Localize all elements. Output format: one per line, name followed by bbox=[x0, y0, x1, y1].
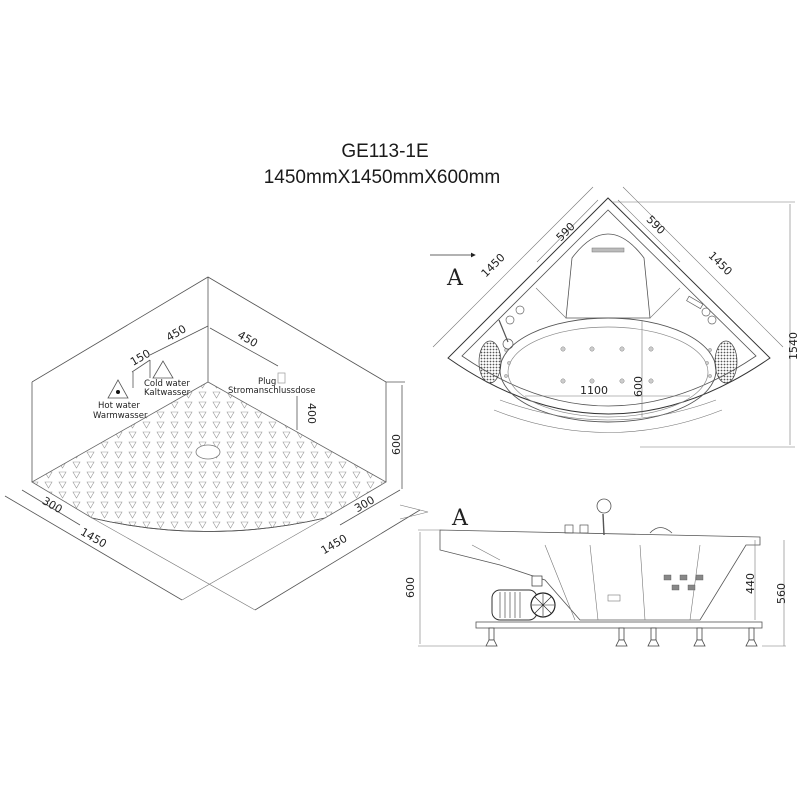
left-pillow bbox=[478, 340, 502, 384]
dim-line bbox=[131, 359, 151, 373]
control-knob-icon bbox=[707, 315, 717, 325]
hot-water-dot bbox=[116, 390, 120, 394]
pump-inlet bbox=[531, 575, 543, 587]
adjustable-legs bbox=[485, 627, 758, 647]
dim-line bbox=[254, 509, 421, 611]
hand-shower-icon bbox=[498, 319, 509, 343]
dim-left-150: 150 bbox=[128, 347, 153, 369]
section-arrow-tip bbox=[399, 504, 429, 520]
installation-view: 450 150 450 Hot water Warmwasser Cold wa… bbox=[4, 276, 421, 611]
shower-holder-icon bbox=[502, 338, 514, 350]
tub-front-arc bbox=[91, 517, 326, 532]
model-title: GE113-1E bbox=[341, 141, 429, 162]
shower-stem-icon bbox=[602, 513, 605, 536]
plug-label: Plug bbox=[258, 377, 276, 387]
logo-plate bbox=[607, 594, 621, 602]
impeller-spokes bbox=[532, 594, 554, 616]
dim-line bbox=[209, 327, 279, 367]
dim-left-450: 450 bbox=[164, 322, 189, 344]
base-frame bbox=[475, 621, 763, 629]
basin-inner bbox=[507, 326, 709, 418]
dim-ext bbox=[91, 517, 256, 611]
control-knob-icon bbox=[515, 305, 525, 315]
control-panel-icon bbox=[686, 295, 704, 310]
front-step bbox=[493, 399, 723, 433]
headrest bbox=[649, 527, 673, 534]
hot-water-label-de: Warmwasser bbox=[93, 411, 148, 421]
dim-line bbox=[21, 489, 81, 526]
backrest-light bbox=[591, 247, 625, 253]
dim-plan-left-590: 590 bbox=[554, 220, 578, 244]
dim-side-600: 600 bbox=[404, 577, 417, 598]
pump-motor bbox=[491, 589, 538, 621]
wall-top-edge bbox=[31, 276, 387, 383]
dim-plan-right-590: 590 bbox=[644, 213, 668, 237]
dim-side-440: 440 bbox=[744, 573, 757, 594]
dim-plan-left-1450: 1450 bbox=[479, 251, 508, 280]
dim-line bbox=[4, 495, 183, 601]
side-section-marker-a: A bbox=[451, 506, 469, 531]
control-knob-icon bbox=[701, 307, 711, 317]
seat-divider bbox=[535, 287, 681, 319]
drain-icon bbox=[195, 444, 221, 460]
dim-basin-1100: 1100 bbox=[580, 384, 608, 397]
side-jets bbox=[663, 574, 704, 591]
model-dimensions: 1450mmX1450mmX600mm bbox=[263, 167, 501, 188]
hot-water-icon bbox=[107, 379, 129, 399]
backrest bbox=[565, 233, 651, 319]
dim-line bbox=[149, 325, 209, 356]
section-marker-a: A bbox=[446, 266, 464, 291]
dim-line bbox=[339, 489, 401, 526]
cold-water-label-de: Kaltwasser bbox=[144, 388, 191, 398]
plug-label-de: Stromanschlussdose bbox=[228, 386, 315, 396]
plan-view: A 1450 1450 bbox=[430, 186, 800, 448]
dim-line bbox=[622, 186, 784, 348]
dim-left-1450: 1450 bbox=[78, 525, 109, 550]
dim-basin-600: 600 bbox=[632, 376, 645, 397]
motor-fins bbox=[499, 592, 521, 618]
cold-water-icon bbox=[152, 360, 174, 379]
dim-right-450: 450 bbox=[235, 328, 260, 350]
shower-head-icon bbox=[596, 498, 612, 514]
right-pillow bbox=[714, 340, 738, 384]
tub-panel-lines bbox=[471, 544, 701, 621]
control-button-icon bbox=[564, 524, 574, 534]
cold-water-label: Cold water bbox=[144, 379, 190, 389]
dim-line bbox=[617, 199, 681, 263]
tub-outline bbox=[447, 197, 771, 415]
dim-right-1450: 1450 bbox=[319, 532, 350, 557]
hot-water-label: Hot water bbox=[98, 401, 140, 411]
dim-side-560: 560 bbox=[775, 583, 788, 604]
dim-line bbox=[536, 199, 599, 263]
dim-plug-400: 400 bbox=[305, 403, 318, 424]
tub-body bbox=[439, 529, 761, 621]
dim-plan-1540: 1540 bbox=[787, 332, 800, 360]
side-view: A bbox=[399, 498, 788, 647]
plug-icon bbox=[277, 372, 286, 384]
dim-ext bbox=[181, 517, 326, 601]
dim-height-600: 600 bbox=[390, 434, 403, 455]
control-button-icon bbox=[579, 524, 589, 534]
control-knob-icon bbox=[505, 315, 515, 325]
jets bbox=[504, 346, 712, 384]
dim-line bbox=[432, 186, 594, 348]
